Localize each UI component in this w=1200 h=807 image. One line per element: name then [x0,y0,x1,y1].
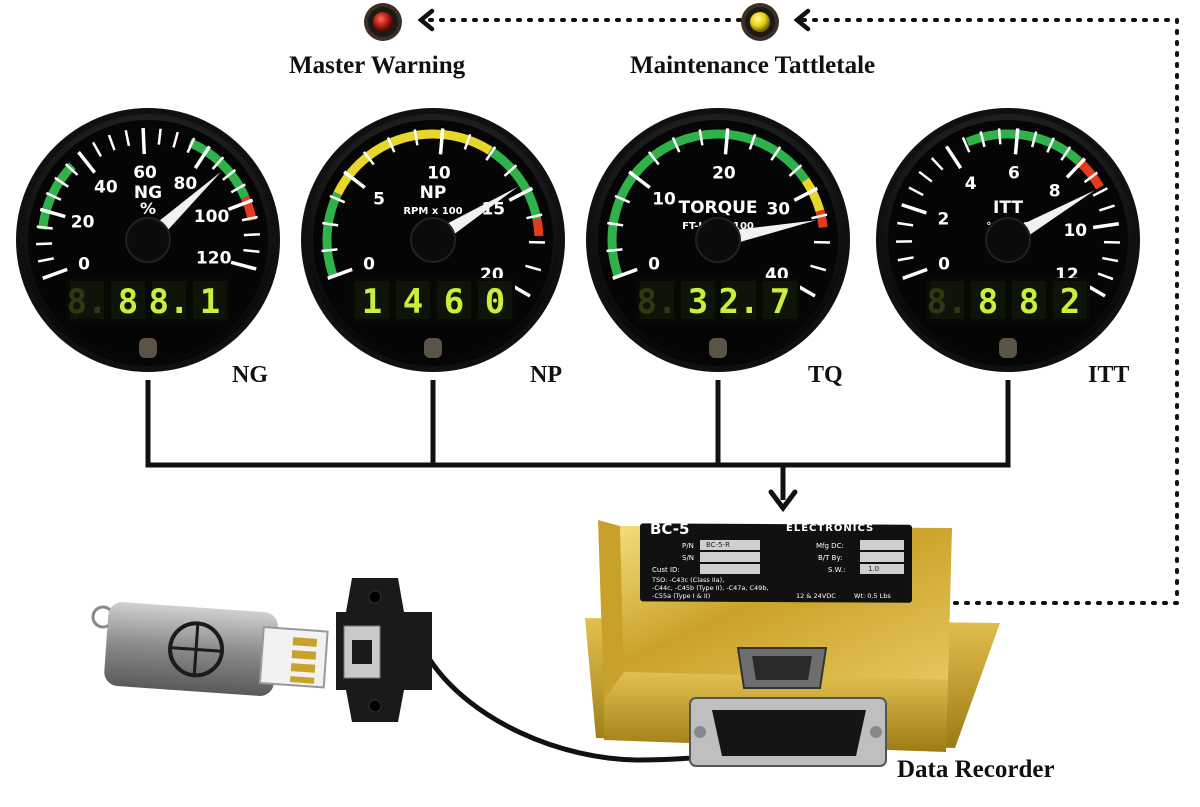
gauge-indicator-lamp [999,338,1017,358]
readout-digit: 2. [719,282,760,322]
readout-digit: 8. [149,282,190,322]
gauge-tick-label: 0 [938,254,950,274]
gauge-label-tq: TQ [808,362,843,389]
readout-digit: 2 [1060,282,1080,322]
usb-flash-drive [93,601,328,697]
plate-tso-line1: TSO: -C43c (Class IIa), [652,576,724,584]
plate-pn-value: BC-5-R [706,541,730,549]
gauge-label-ng: NG [232,362,268,389]
gauge-title: TORQUE [678,198,757,218]
plate-power: 12 & 24VDC [796,592,836,600]
gauge-label-itt: ITT [1088,362,1129,389]
readout-digit: 4 [403,282,423,322]
gauge-tick [244,234,260,235]
gauge-tick-label: 100 [194,207,230,227]
readout-digit: 8. [927,282,968,322]
gauge-tick-label: 60 [133,163,157,183]
gauge-tick-label: 30 [766,200,790,220]
gauge-units: % [140,199,156,218]
plate-tso-line2: -C44c, -C45b (Type II), -C47a, C49b, [652,584,769,592]
readout-digit: 0 [485,282,505,322]
plate-mfg-label: Mfg DC: [816,542,844,550]
gauge-tick-label: 0 [363,254,375,274]
gauge-tick [243,250,259,252]
plate-sn-label: S/N [682,554,694,562]
readout-digit: 8. [637,282,678,322]
gauge-tick-label: 20 [712,163,736,183]
gauge-tick-label: 2 [938,210,950,230]
gauge-tick-label: 5 [373,190,385,210]
gauge-units: RPM x 100 [403,206,462,217]
gauge-tick [322,249,338,251]
gauge-indicator-lamp [139,338,157,358]
gauge-hub [126,218,170,262]
data-recorder-label: Data Recorder [897,756,1055,784]
plate-bt-label: B/T By: [818,554,842,562]
gauge-tick [607,249,623,251]
maintenance-tattletale-label: Maintenance Tattletale [630,52,875,80]
readout-digit: 7 [770,282,790,322]
recorder-model: BC-5 [650,520,689,538]
gauge-tick-label: 10 [1063,221,1087,241]
plate-pn-label: P/N [682,542,694,550]
recorder-brand: ELECTRONICS [786,523,874,534]
gauge-hub [986,218,1030,262]
readout-digit: 8 [1019,282,1039,322]
gauge-tick [1015,128,1017,154]
plate-cust-label: Cust ID: [652,566,680,574]
plate-sw-label: S.W.: [828,566,845,574]
readout-digit: 1 [200,282,220,322]
gauge-indicator-lamp [709,338,727,358]
readout-digit: 8. [67,282,108,322]
gauge-tick [440,128,442,154]
plate-sw-value: 1.0 [868,565,879,573]
master-warning-lamp [364,3,402,41]
readout-digit: 8 [978,282,998,322]
gauge-hub [411,218,455,262]
gauge-tick-label: 0 [648,254,660,274]
gauge-tick-label: 6 [1008,163,1020,183]
readout-digit: 6 [444,282,464,322]
gauge-band-red [820,211,823,228]
gauge-tick-label: 10 [652,190,676,210]
plate-weight: Wt: 0.5 Lbs [854,592,891,600]
gauge-tick-label: 8 [1049,182,1061,202]
gauge-tick [36,243,52,244]
gauge-band-red [537,219,539,236]
gauge-tick-label: 40 [94,178,118,198]
readout-digit: 1 [362,282,382,322]
gauge-tick [999,128,1000,144]
readout-digit: 8 [118,282,138,322]
gauge-tick [725,128,727,154]
gauge-tick-label: 0 [78,254,90,274]
plate-tso-line3: -C55a (Type I & II) [652,592,710,600]
maintenance-tattletale-lamp [741,3,779,41]
gauge-hub [696,218,740,262]
gauge-tick-label: 80 [174,174,198,194]
gauge-indicator-lamp [424,338,442,358]
master-warning-label: Master Warning [289,52,465,80]
gauge-title: ITT [993,198,1023,218]
nameplate-text: BC-5 ELECTRONICS P/N BC-5-R S/N Cust ID:… [648,518,912,598]
gauge-title: NP [420,183,447,203]
gauge-tick [143,128,144,154]
gauge-tick-label: 120 [196,249,232,269]
gauge-tick-label: 10 [427,163,451,183]
data-bus-wiring [148,380,1008,500]
gauge-readout: 8.3 2.7 [636,278,800,322]
gauge-label-np: NP [530,362,562,389]
gauge-tick-label: 20 [71,212,95,232]
readout-digit: 3 [688,282,708,322]
gauge-tick-label: 4 [965,174,977,194]
